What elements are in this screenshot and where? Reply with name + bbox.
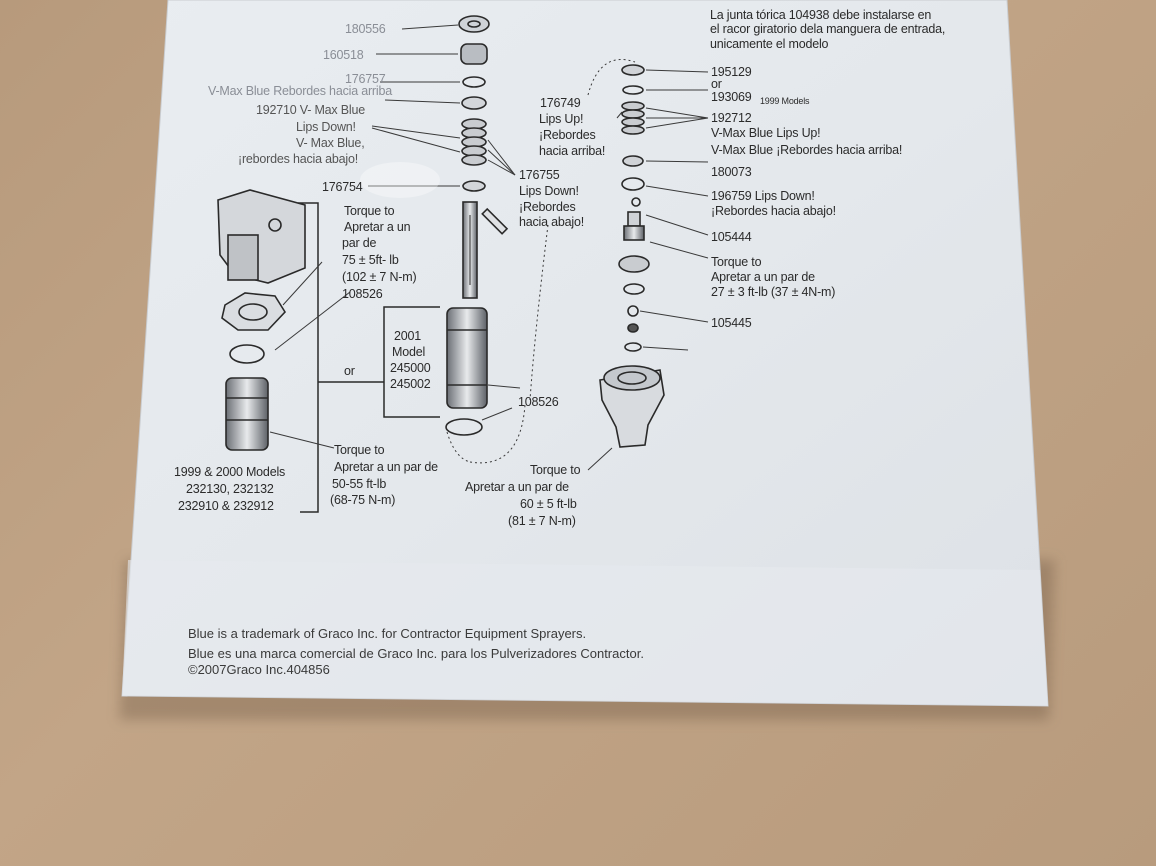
or-label: or xyxy=(344,364,355,378)
models-1999-l2: 232130, 232132 xyxy=(186,482,274,496)
rebordes-abajo-center-1: ¡Rebordes xyxy=(519,200,576,214)
model-2001-l1: 2001 xyxy=(394,329,422,343)
torque-center-l3: 60 ± 5 ft-lb xyxy=(520,497,577,511)
model-2001-l2: Model xyxy=(392,345,426,359)
torque-right-l3: 27 ± 3 ft-lb (37 ± 4N-m) xyxy=(711,285,836,299)
part-176749: 176749 xyxy=(540,96,581,110)
torque-right-l2: Apretar a un par de xyxy=(711,270,815,284)
rebordes-center-1: ¡Rebordes xyxy=(539,128,596,142)
rebordes-abajo-right: ¡Rebordes hacia abajo! xyxy=(711,204,836,218)
torque-right-l1: Torque to xyxy=(711,255,762,269)
part-192712: 192712 xyxy=(711,111,752,125)
part-180556: 180556 xyxy=(345,22,386,36)
torque-center-l4: (81 ± 7 N-m) xyxy=(508,514,576,528)
models-1999-l3: 232910 & 232912 xyxy=(178,499,274,513)
part-195129: 195129 xyxy=(711,65,752,79)
footer-copyright: ©2007Graco Inc.404856 xyxy=(188,662,330,677)
note-line-3: unicamente el modelo xyxy=(710,37,829,51)
part-192710: 192710 V- Max Blue xyxy=(256,103,365,117)
vmax-lips-up: V-Max Blue Lips Up! xyxy=(711,126,821,140)
part-176755: 176755 xyxy=(519,168,560,182)
part-160518: 160518 xyxy=(323,48,364,62)
part-180073: 180073 xyxy=(711,165,752,179)
torque-left-l2: Apretar a un xyxy=(344,220,411,234)
rebordes-abajo-left: ¡rebordes hacia abajo! xyxy=(238,152,358,166)
model-2001-l3: 245000 xyxy=(390,361,431,375)
torque-bl-l3: 50-55 ft-lb xyxy=(332,477,387,491)
part-176754: 176754 xyxy=(322,180,363,194)
torque-bl-l2: Apretar a un par de xyxy=(334,460,438,474)
footer-trademark-es: Blue es una marca comercial de Graco Inc… xyxy=(188,646,644,661)
part-108526-left: 108526 xyxy=(342,287,383,301)
part-108526-center: 108526 xyxy=(518,395,559,409)
rebordes-abajo-center-2: hacia abajo! xyxy=(519,215,585,229)
or-right: or xyxy=(711,77,722,91)
lips-up-center: Lips Up! xyxy=(539,112,584,126)
lips-down-center: Lips Down! xyxy=(519,184,579,198)
vmax-rebordes-arriba-right: V-Max Blue ¡Rebordes hacia arriba! xyxy=(711,143,903,157)
part-105444: 105444 xyxy=(711,230,752,244)
torque-left-l4: 75 ± 5ft- lb xyxy=(342,253,399,267)
models-1999-right: 1999 Models xyxy=(760,96,810,106)
vmax-rebordes-arriba: V-Max Blue Rebordes hacia arriba xyxy=(208,84,392,98)
torque-bl-l4: (68-75 N-m) xyxy=(330,493,396,507)
torque-left-l1: Torque to xyxy=(344,204,395,218)
note-line-1: La junta tórica 104938 debe instalarse e… xyxy=(710,8,932,22)
torque-left-l5: (102 ± 7 N-m) xyxy=(342,270,417,284)
part-196759: 196759 Lips Down! xyxy=(711,189,815,203)
part-193069: 193069 xyxy=(711,90,752,104)
torque-center-l2: Apretar a un par de xyxy=(465,480,569,494)
note-line-2: el racor giratorio dela manguera de entr… xyxy=(710,22,946,36)
vmax-blue-left: V- Max Blue, xyxy=(296,136,365,150)
part-176757: 176757 xyxy=(345,72,386,86)
part-105445: 105445 xyxy=(711,316,752,330)
footer-trademark-en: Blue is a trademark of Graco Inc. for Co… xyxy=(188,626,587,641)
lips-down-left: Lips Down! xyxy=(296,120,356,134)
rebordes-center-2: hacia arriba! xyxy=(539,144,606,158)
torque-bl-l1: Torque to xyxy=(334,443,385,457)
torque-center-l1: Torque to xyxy=(530,463,581,477)
models-1999-l1: 1999 & 2000 Models xyxy=(174,465,286,479)
model-2001-l4: 245002 xyxy=(390,377,431,391)
torque-left-l3: par de xyxy=(342,236,377,250)
